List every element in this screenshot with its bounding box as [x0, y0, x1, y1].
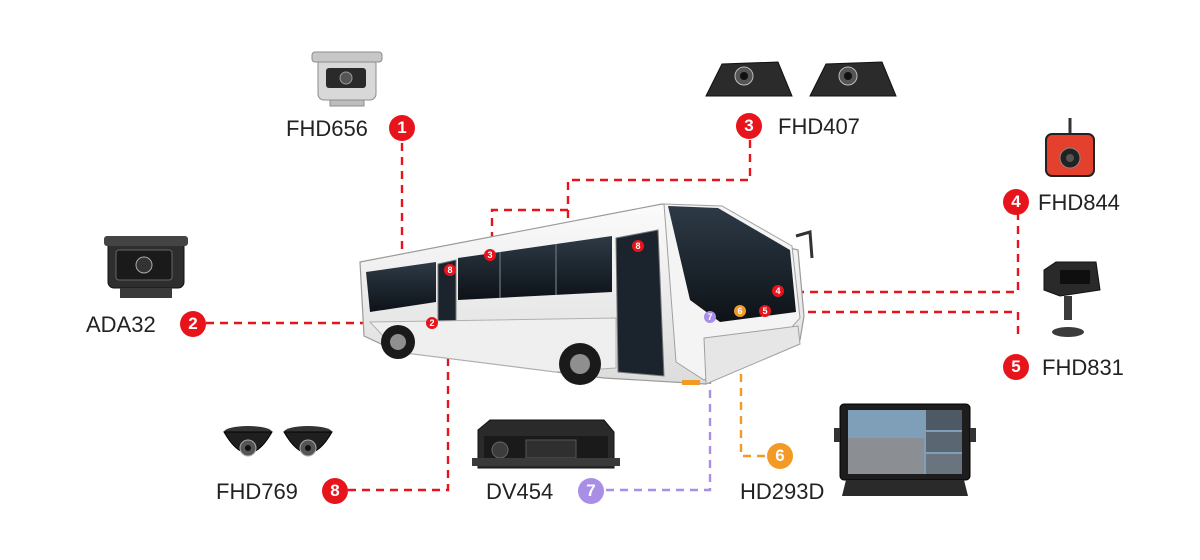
dash-camera-icon — [1045, 118, 1095, 177]
label-dv454: DV454 — [486, 479, 554, 504]
badge-dv454: 7 — [578, 478, 604, 504]
bus-marker-8a: 8 — [444, 264, 456, 276]
label-fhd844: FHD844 — [1038, 190, 1120, 215]
bus-marker-5: 5 — [759, 305, 771, 317]
monitor-icon — [834, 403, 976, 496]
dual-interior-camera-icon — [705, 61, 897, 97]
label-fhd656: FHD656 — [286, 116, 368, 141]
bus-marker-3: 3 — [484, 249, 496, 261]
label-ada32: ADA32 — [86, 312, 156, 337]
badge-fhd769: 8 — [322, 478, 348, 504]
badge-fhd831: 5 — [1003, 354, 1029, 380]
label-fhd831: FHD831 — [1042, 355, 1124, 380]
badge-ada32: 2 — [180, 311, 206, 337]
rear-camera-icon — [311, 51, 383, 107]
driver-monitor-camera-icon — [1043, 261, 1101, 337]
badge-fhd844: 4 — [1003, 189, 1029, 215]
bus-marker-8b: 8 — [632, 240, 644, 252]
label-fhd407: FHD407 — [778, 114, 860, 139]
line-fhd831 — [772, 310, 1020, 334]
ai-side-camera-icon — [104, 236, 188, 298]
bus-marker-2: 2 — [426, 317, 438, 329]
line-fhd407 — [490, 140, 752, 252]
badge-hd293d: 6 — [767, 443, 793, 469]
bus-marker-6: 6 — [734, 305, 746, 317]
label-hd293d: HD293D — [740, 479, 825, 504]
bus-marker-4: 4 — [772, 285, 784, 297]
badge-fhd656: 1 — [389, 115, 415, 141]
label-fhd769: FHD769 — [216, 479, 298, 504]
mobile-dvr-icon — [472, 419, 620, 469]
badge-fhd407: 3 — [736, 113, 762, 139]
bus-marker-7: 7 — [704, 311, 716, 323]
dome-camera-icon — [223, 426, 333, 457]
